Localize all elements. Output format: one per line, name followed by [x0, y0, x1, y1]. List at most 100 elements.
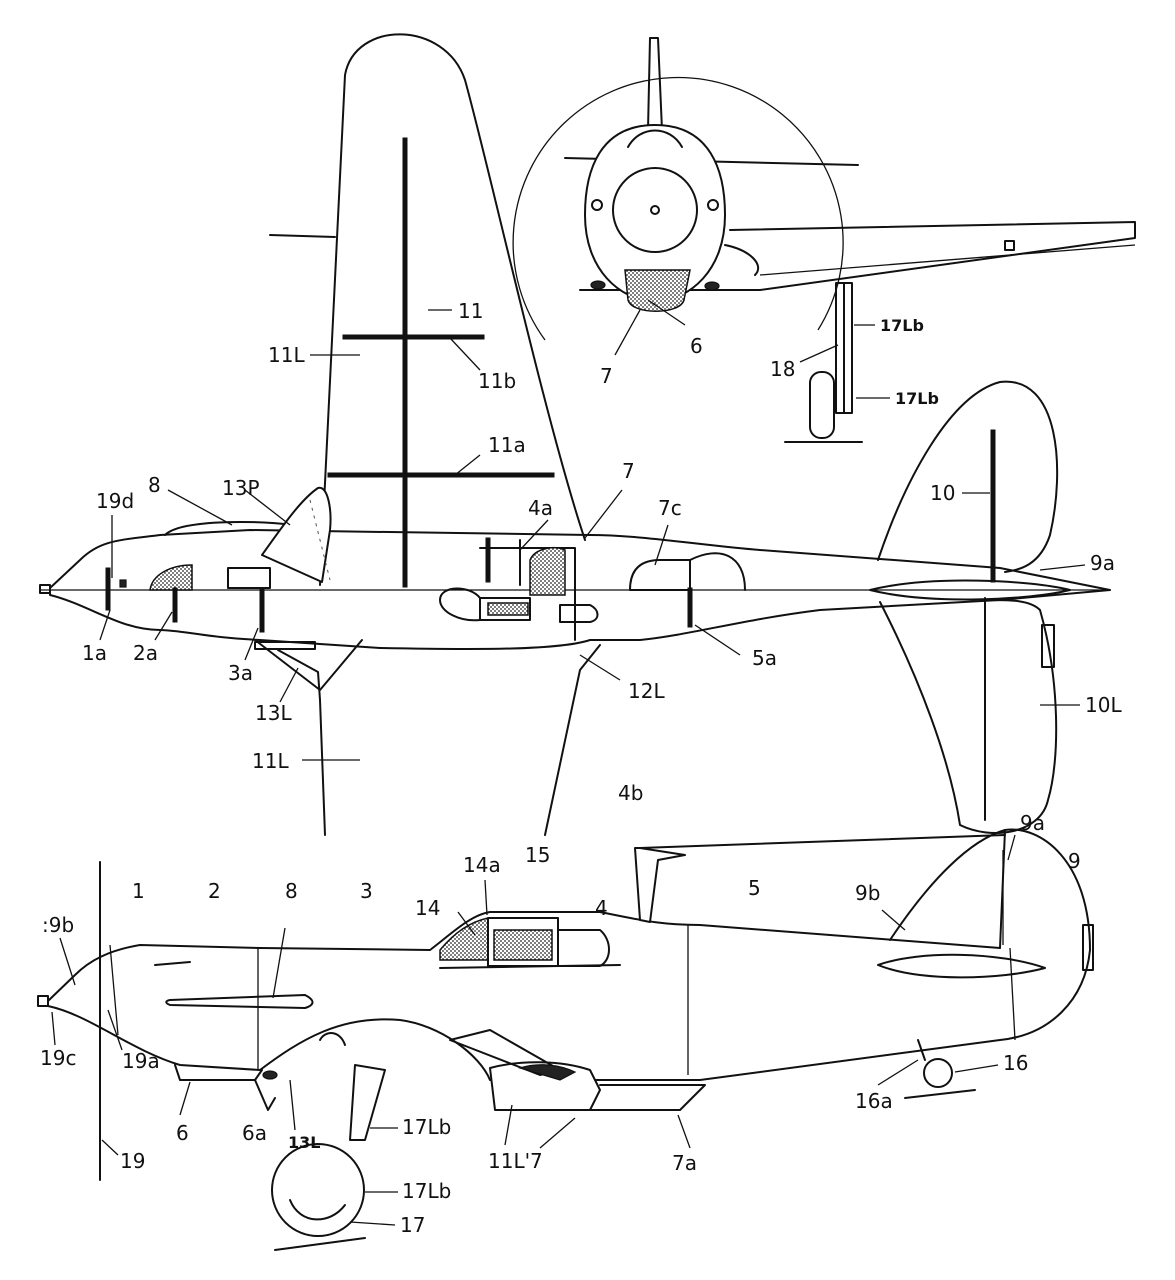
- leader-13P: [244, 489, 291, 526]
- label-11L-side: 11L': [488, 1149, 530, 1173]
- label-13L-side: 13L: [288, 1133, 320, 1152]
- plan-view-radiator-hatch: [529, 547, 566, 596]
- label-12L: 12L: [628, 679, 665, 703]
- label-6-front: 6: [690, 334, 703, 358]
- label-11b: 11b: [478, 369, 516, 393]
- plan-view-panel: [227, 567, 271, 589]
- side-view-tailwheel-ground: [904, 1089, 976, 1099]
- leader-18: [799, 344, 839, 363]
- label-11a: 11a: [488, 433, 526, 457]
- plan-view-elevator: [869, 579, 1071, 601]
- leader-13L-plan: [279, 667, 299, 703]
- side-view-flap-6a: [254, 1079, 276, 1111]
- side-view-exhaust-8: [165, 994, 314, 1009]
- plan-view-fin-13P: [261, 486, 332, 583]
- leader-7c: [654, 524, 669, 566]
- leader-7-plan: [584, 489, 623, 539]
- label-7a: 7a: [672, 1151, 697, 1175]
- label-9b: 9b: [855, 881, 880, 905]
- side-view-gear-leg-17Lb: [349, 1064, 386, 1141]
- front-view-intake-left: [590, 280, 606, 290]
- label-11: 11: [458, 299, 483, 323]
- front-view-gun-left: [591, 199, 603, 211]
- label-1a: 1a: [82, 641, 107, 665]
- side-view-panel-1: [109, 944, 119, 1036]
- plan-view-spinner-tip: [39, 584, 51, 594]
- label-4a: 4a: [528, 496, 553, 520]
- side-view-fin-top: [639, 834, 1006, 849]
- side-view-rear-canopy: [557, 929, 610, 967]
- leader-1a: [99, 609, 111, 641]
- label-9a-side: 9a: [1020, 811, 1045, 835]
- leader-6: [179, 1081, 191, 1116]
- side-view-gear-door: [319, 1032, 346, 1046]
- leader-14: [457, 911, 476, 936]
- front-view-fin: [647, 37, 663, 131]
- front-view-radiator-fairing: [724, 244, 760, 276]
- label-4b: 4b: [618, 781, 643, 805]
- leader-16a: [877, 1059, 919, 1086]
- side-view-spinner-tip: [37, 995, 49, 1007]
- front-view: [512, 37, 1136, 443]
- plan-view-marker: [119, 579, 127, 588]
- leader-7-front: [614, 309, 641, 356]
- label-2a: 2a: [133, 641, 158, 665]
- label-19: 19: [120, 1149, 145, 1173]
- leader-8-plan: [167, 489, 233, 526]
- side-view-canopy-glass: [493, 929, 553, 961]
- plan-view-fairing: [689, 552, 746, 591]
- leader-17: [349, 1221, 396, 1226]
- side-view-antenna-mast-4b: [634, 847, 686, 923]
- label-10L: 10L: [1085, 693, 1122, 717]
- front-view-gun-right: [707, 199, 719, 211]
- label-7-side: 7: [530, 1149, 543, 1173]
- label-3: 3: [360, 879, 373, 903]
- front-view-wheel: [809, 371, 835, 439]
- plan-view-exhaust-8: [164, 521, 296, 536]
- label-14a: 14a: [463, 853, 501, 877]
- label-9: 9: [1068, 849, 1081, 873]
- label-5a: 5a: [752, 646, 777, 670]
- plan-view-scoop-13L: [254, 639, 363, 691]
- leader-7a: [677, 1114, 691, 1149]
- label-17Lb-side-a: 17Lb: [402, 1115, 451, 1139]
- label-18: 18: [770, 357, 795, 381]
- side-view-rudder-tab: [1082, 924, 1094, 971]
- plan-view: [39, 33, 1111, 836]
- leader-14a: [484, 879, 488, 916]
- plan-view-cockpit-glass: [487, 602, 529, 616]
- plan-view-tailplane-upper: [877, 380, 1059, 573]
- side-view-panel-9: [1009, 947, 1016, 1041]
- front-view-circle: [512, 76, 844, 341]
- leader-19c: [51, 1011, 56, 1046]
- plan-view-lower-wing-a: [277, 649, 326, 836]
- plan-view-intake-7c: [629, 559, 691, 591]
- leader-11b: [449, 337, 481, 371]
- leader-2a: [154, 611, 173, 641]
- label-10: 10: [930, 481, 955, 505]
- side-view-tailwheel-leg-16a: [917, 1039, 926, 1061]
- front-view-spinner-ring: [612, 167, 698, 253]
- leader-5a: [694, 624, 741, 656]
- label-7-plan: 7: [622, 459, 635, 483]
- side-view-radiator-6: [174, 1064, 263, 1081]
- label-1: 1: [132, 879, 145, 903]
- front-view-wing-inner: [759, 244, 1136, 276]
- side-view-marker: [154, 961, 191, 966]
- plan-view-fuselage: [49, 529, 1111, 651]
- leader-16: [954, 1064, 999, 1073]
- front-view-intake-right: [704, 281, 720, 291]
- leader-11L-side: [504, 1104, 513, 1146]
- label-14: 14: [415, 896, 440, 920]
- side-view-wheel-17: [271, 1143, 365, 1237]
- leader-13L-side: [289, 1079, 296, 1131]
- label-13L-plan: 13L: [255, 701, 292, 725]
- leader-9a-plan: [1039, 564, 1086, 571]
- label-6a: 6a: [242, 1121, 267, 1145]
- plan-view-hatch-2a: [149, 564, 193, 591]
- plan-view-fin-dash: [309, 499, 331, 581]
- plan-view-tailplane-lower: [879, 599, 1058, 834]
- front-view-wing: [579, 221, 1136, 291]
- label-17Lb-side-b: 17Lb: [402, 1179, 451, 1203]
